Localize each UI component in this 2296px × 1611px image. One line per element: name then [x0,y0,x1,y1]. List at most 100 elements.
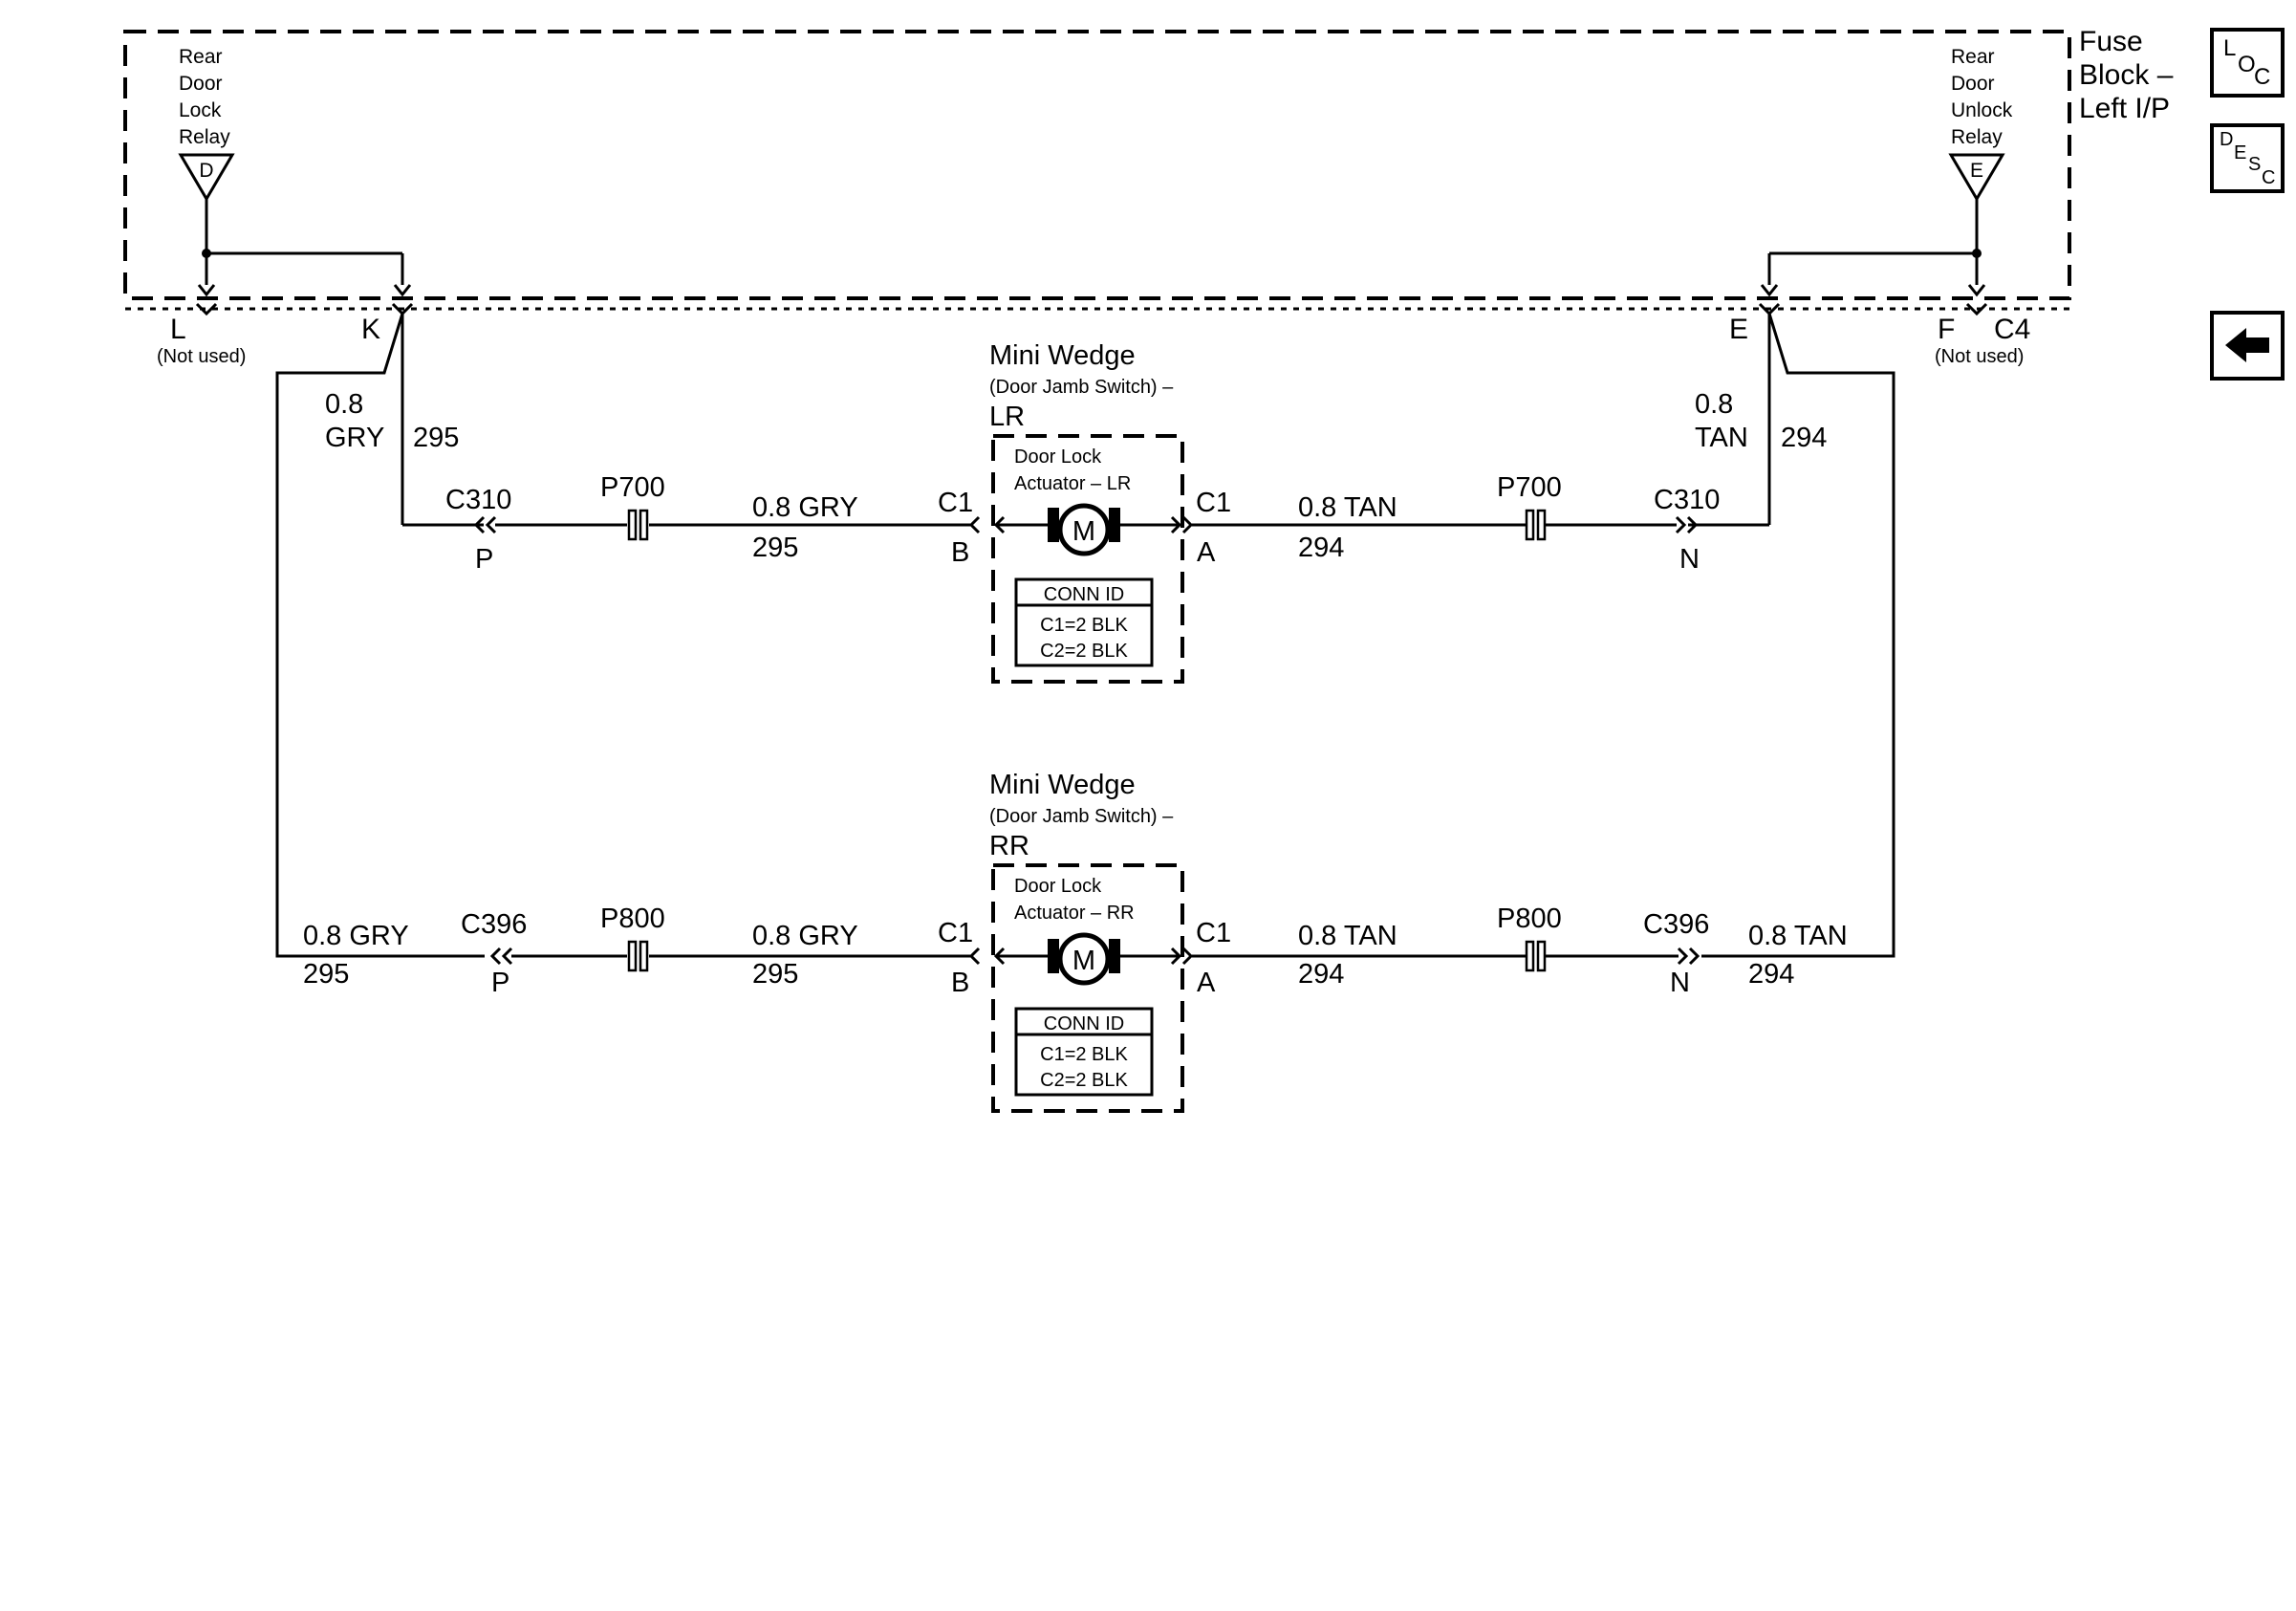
e-wire-circuit: 294 [1781,423,1827,453]
left-arrow-icon [2225,328,2269,362]
switch-rr-position: RR [989,831,1029,861]
c396-left-label: C396 [461,909,527,940]
desc-letter-s: S [2248,154,2261,175]
c310-right-pin: N [1679,544,1700,575]
unlock-relay-label-2: Door [1951,73,1995,95]
motor-lr-label: M [1072,516,1095,547]
lock-relay-label-3: Lock [179,99,222,121]
fuse-block: Fuse Block – Left I/P [123,26,2174,311]
switch-rr-subtitle: (Door Jamb Switch) – [989,806,1174,827]
lower-mid-left-wire-label: 0.8 GRY [752,921,858,951]
switch-lr-position: LR [989,402,1025,432]
location-button[interactable]: L O C [2210,28,2285,98]
unlock-relay-label-3: Unlock [1951,99,2013,121]
terminal-l-mark [195,302,218,316]
circuit-294: 0.8 TAN 294 C310 N P700 0.8 TAN 294 C1 A… [1181,313,1895,998]
motor-rr-label: M [1072,946,1095,976]
upper-c1-right-pin: A [1197,537,1216,568]
switch-rr-title: Mini Wedge [989,770,1136,800]
conn-id-rr-c2: C2=2 BLK [1040,1070,1128,1091]
k-wire-color: GRY [325,423,384,453]
p800-right-icon [1525,940,1535,972]
back-button[interactable] [2210,311,2285,381]
c396-right-label: C396 [1643,909,1709,940]
mini-wedge-lr: Mini Wedge (Door Jamb Switch) – LR Door … [989,340,1184,684]
k-wire-size: 0.8 [325,389,363,420]
k-wire-circuit: 295 [413,423,459,453]
desc-letter-e: E [2234,142,2246,163]
unlock-relay-label-1: Rear [1951,46,1995,68]
upper-c1-right: C1 [1196,488,1231,518]
p700-left-icon [627,509,638,541]
c310-left-pin: P [475,544,493,575]
lower-mid-right-circuit: 294 [1298,959,1344,990]
p800-left-icon [627,940,638,972]
switch-lr-box [991,434,1184,684]
desc-letter-d: D [2220,129,2233,150]
p700-right-label: P700 [1497,472,1562,503]
actuator-rr-label-2: Actuator – RR [1014,903,1135,924]
upper-right-wire-label: 0.8 TAN [1298,492,1397,523]
terminal-l: L [170,314,186,345]
loc-letter-l: L [2223,35,2236,61]
c310-left-label: C310 [445,485,511,515]
conn-id-lr-c2: C2=2 BLK [1040,641,1128,662]
lower-c1-left: C1 [938,918,973,948]
fuse-block-connector: C4 [1994,314,2030,345]
mini-wedge-rr: Mini Wedge (Door Jamb Switch) – RR Door … [989,770,1184,1113]
actuator-rr-label-1: Door Lock [1014,876,1102,897]
conn-id-rr-title: CONN ID [1044,1013,1124,1034]
conn-id-lr-box [1014,577,1154,667]
lock-relay-label-2: Door [179,73,223,95]
terminal-k: K [361,314,380,345]
motor-rr-icon [1057,932,1111,986]
terminal-f-not-used: (Not used) [1935,346,2024,367]
motor-lr-icon [1057,503,1111,556]
lower-mid-right-wire-label: 0.8 TAN [1298,921,1397,951]
upper-right-circuit: 294 [1298,533,1344,563]
c310-right-label: C310 [1654,485,1720,515]
c396-left-pin: P [491,968,509,998]
rear-door-unlock-relay: Rear Door Unlock Relay E [1760,46,2013,297]
p800-right-label: P800 [1497,903,1562,934]
fuse-block-label-2: Block – [2079,59,2174,91]
lower-c1-right-pin: A [1197,968,1216,998]
actuator-lr-label-2: Actuator – LR [1014,473,1131,494]
conn-id-rr-c1: C1=2 BLK [1040,1044,1128,1065]
lock-relay-triangle-icon [178,153,235,202]
lower-mid-left-circuit: 295 [752,959,798,990]
conn-id-lr-c1: C1=2 BLK [1040,615,1128,636]
desc-letter-c: C [2262,167,2275,188]
loc-letter-o: O [2238,52,2256,77]
actuator-lr-label-1: Door Lock [1014,446,1102,468]
lock-relay-label-1: Rear [179,46,223,68]
p700-left-label: P700 [600,472,665,503]
fuse-block-terminals: L (Not used) K E F C4 (Not used) [157,302,2030,367]
upper-left-wire-label: 0.8 GRY [752,492,858,523]
unlock-relay-label-4: Relay [1951,126,2003,148]
e-wire-color: TAN [1695,423,1748,453]
conn-id-rr-box [1014,1007,1154,1097]
switch-lr-subtitle: (Door Jamb Switch) – [989,377,1174,398]
switch-rr-box [991,863,1184,1113]
terminal-l-not-used: (Not used) [157,346,246,367]
c396-right-pin: N [1670,968,1690,998]
lower-c1-left-pin: B [951,968,969,998]
lower-left-circuit: 295 [303,959,349,990]
loc-letter-c: C [2254,64,2270,90]
conn-id-lr-title: CONN ID [1044,584,1124,605]
p700-right-icon [1525,509,1535,541]
switch-lr-title: Mini Wedge [989,340,1136,371]
fuse-block-label-1: Fuse [2079,26,2143,57]
terminal-e: E [1729,314,1748,345]
lower-right-wire-label: 0.8 TAN [1748,921,1848,951]
description-button[interactable]: D E S C [2210,123,2285,193]
circuit-295: 0.8 GRY 295 C310 P P700 0.8 GRY 295 C1 B… [275,313,981,998]
upper-left-circuit: 295 [752,533,798,563]
p800-left-label: P800 [600,903,665,934]
lower-right-circuit: 294 [1748,959,1794,990]
unlock-relay-pin: E [1970,160,1983,182]
lower-c1-right: C1 [1196,918,1231,948]
